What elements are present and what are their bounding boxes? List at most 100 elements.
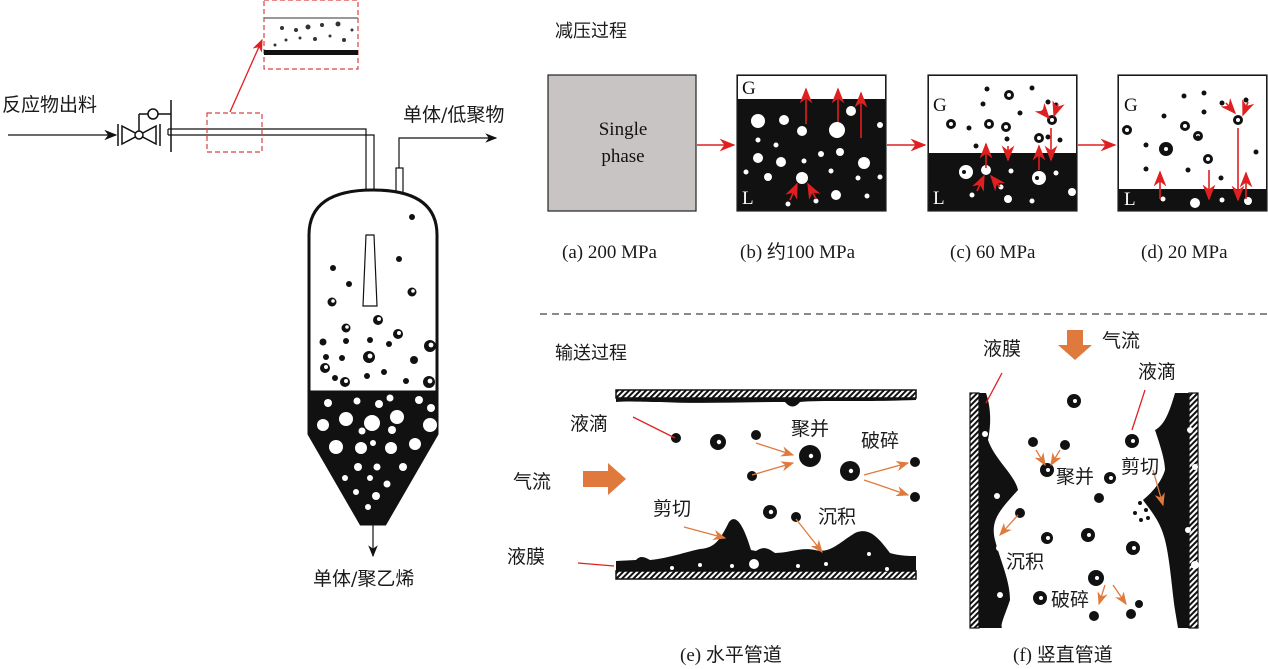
film-bubble [796, 564, 800, 568]
v-deposition-label: 沉积 [1006, 551, 1045, 573]
liquid-phase-bubble [383, 480, 391, 488]
liquid-label-b: L [742, 188, 754, 209]
rising-bubble [877, 122, 883, 128]
liquid-phase-bubble [385, 442, 397, 454]
gas-phase-droplet [386, 341, 392, 347]
droplet-highlight [716, 439, 722, 445]
film-bubble [1185, 527, 1191, 533]
h-liquid-film-label: 液膜 [507, 546, 546, 568]
gas-droplet-highlight [1183, 124, 1187, 128]
droplet [1028, 437, 1038, 447]
gas-phase-droplet [410, 356, 418, 364]
mist-droplet [305, 24, 311, 30]
liquid-bubble [1190, 198, 1200, 208]
mist-droplet [320, 23, 324, 27]
rising-bubble [753, 153, 763, 163]
gas-droplet-highlight [987, 122, 991, 126]
gas-phase-droplet-highlight [428, 342, 434, 348]
gas-label-c: G [933, 95, 947, 116]
rising-bubble [773, 142, 779, 148]
gas-phase-droplet-highlight [345, 325, 349, 329]
gas-droplet [1181, 93, 1187, 99]
rising-bubble [764, 173, 772, 181]
flow-arrow [1034, 102, 1051, 120]
gas-label-d: G [1124, 95, 1138, 116]
gas-droplet [1161, 113, 1167, 119]
h-droplet-label: 液滴 [570, 413, 609, 435]
gas-phase-droplet-highlight [367, 353, 373, 359]
film-bubble [1192, 464, 1198, 470]
rising-bubble [858, 157, 870, 169]
gas-droplet-highlight [1206, 157, 1210, 161]
rising-bubble [779, 115, 789, 125]
liquid-phase-bubble [342, 475, 348, 481]
h-shear-label: 剪切 [653, 498, 692, 520]
v-gas-flow-label: 气流 [1102, 330, 1141, 352]
shear-fragment [1139, 518, 1143, 522]
gas-phase-droplet-highlight [411, 289, 415, 293]
gas-label-b: G [742, 78, 756, 99]
top-outlet [395, 133, 498, 197]
gas-phase-droplet [367, 337, 373, 343]
rising-bubble [796, 172, 808, 184]
liquid-phase-bubble [375, 400, 383, 408]
decompression-title: 减压过程 [555, 21, 627, 42]
mist-droplet [342, 38, 346, 42]
rising-bubble [836, 148, 844, 156]
liquid-phase-bubble [329, 440, 343, 454]
gas-phase-droplet-highlight [344, 379, 348, 383]
droplet-highlight [848, 468, 854, 474]
liquid-phase-bubble [324, 399, 332, 407]
gas-droplet [1057, 137, 1063, 143]
rising-bubble [813, 198, 819, 204]
liquid-phase-bubble [339, 412, 353, 426]
transport-title: 输送过程 [555, 343, 627, 364]
zoom-indicator [206, 0, 359, 153]
liquid-phase-bubble [427, 404, 435, 412]
gas-droplet [966, 125, 972, 131]
rising-bubble [776, 157, 786, 167]
gas-droplet [980, 101, 986, 107]
rising-bubble [751, 114, 765, 128]
droplet [671, 433, 681, 443]
gas-phase-droplet [403, 378, 409, 384]
gas-phase-droplet [396, 256, 402, 262]
shear-fragment [1144, 508, 1148, 512]
gas-phase-droplet [381, 369, 387, 375]
h-deposition-label: 沉积 [818, 506, 857, 528]
gas-flow-arrow-icon [1058, 330, 1092, 360]
mist-droplet [280, 26, 284, 30]
droplet [1126, 609, 1136, 619]
v-breakup-label: 破碎 [1051, 589, 1090, 611]
shear-fragment [1138, 501, 1142, 505]
rising-bubble [831, 190, 841, 200]
gas-droplet-highlight [1037, 136, 1041, 140]
mist-droplet [284, 38, 288, 42]
decompression-bubbles [743, 85, 1259, 208]
gas-phase-droplet [330, 265, 336, 271]
liquid-phase-bubble [354, 463, 362, 471]
gas-droplet-highlight [1164, 147, 1168, 151]
gas-droplet-highlight [1004, 125, 1008, 129]
separator-vessel [307, 188, 439, 558]
flow-arrow [989, 174, 1006, 192]
caption-b: (b) 约100 MPa [740, 242, 856, 263]
gas-droplet [1045, 99, 1051, 105]
caption-a: (a) 200 MPa [562, 242, 657, 263]
gas-phase-droplet [323, 354, 329, 360]
gas-phase-droplet [409, 214, 415, 220]
horizontal-pipe [577, 389, 920, 580]
droplet [751, 430, 761, 440]
v-liquid-film-label: 液膜 [983, 338, 1022, 360]
flow-arrow [1220, 98, 1237, 115]
top-outlet-label: 单体/低聚物 [403, 104, 505, 126]
droplet-highlight [1039, 596, 1043, 600]
gas-flow-arrow-icon [583, 463, 626, 495]
gas-droplet [1218, 175, 1224, 181]
liquid-bubble [1029, 198, 1035, 204]
gas-droplet [1004, 136, 1010, 142]
film-bubble [996, 545, 1002, 551]
rising-bubble [801, 158, 807, 164]
liquid-phase-bubble [372, 492, 380, 500]
gas-droplet [1143, 142, 1149, 148]
